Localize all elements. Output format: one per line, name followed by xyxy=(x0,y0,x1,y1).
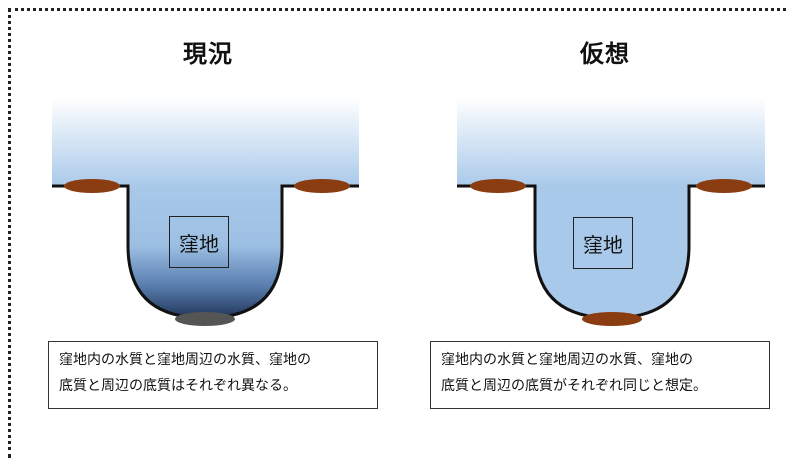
current-title: 現況 xyxy=(183,40,233,68)
current-surface-water xyxy=(52,97,359,187)
current-diagram xyxy=(52,97,359,326)
hypothetical-title: 仮想 xyxy=(580,40,630,68)
hypothetical-sediment-bottom xyxy=(582,312,642,326)
current-sediment-bottom xyxy=(175,312,235,326)
hypothetical-sediment-left xyxy=(470,179,526,193)
dotted-frame xyxy=(8,8,787,458)
hypothetical-caption: 窪地内の水質と窪地周辺の水質、窪地の 底質と周辺の底質がそれぞれ同じと想定。 xyxy=(430,341,770,409)
current-caption: 窪地内の水質と窪地周辺の水質、窪地の 底質と周辺の底質はそれぞれ異なる。 xyxy=(48,341,378,409)
current-depression-water xyxy=(128,186,282,318)
hypothetical-diagram xyxy=(457,97,765,326)
depression-diagrams xyxy=(52,97,765,326)
current-sediment-left xyxy=(64,179,120,193)
current-depression-label: 窪地 xyxy=(169,216,229,268)
hypothetical-depression-label: 窪地 xyxy=(573,217,633,269)
current-sediment-right xyxy=(294,179,350,193)
hypothetical-surface-water xyxy=(457,97,765,187)
hypothetical-sediment-right xyxy=(696,179,752,193)
